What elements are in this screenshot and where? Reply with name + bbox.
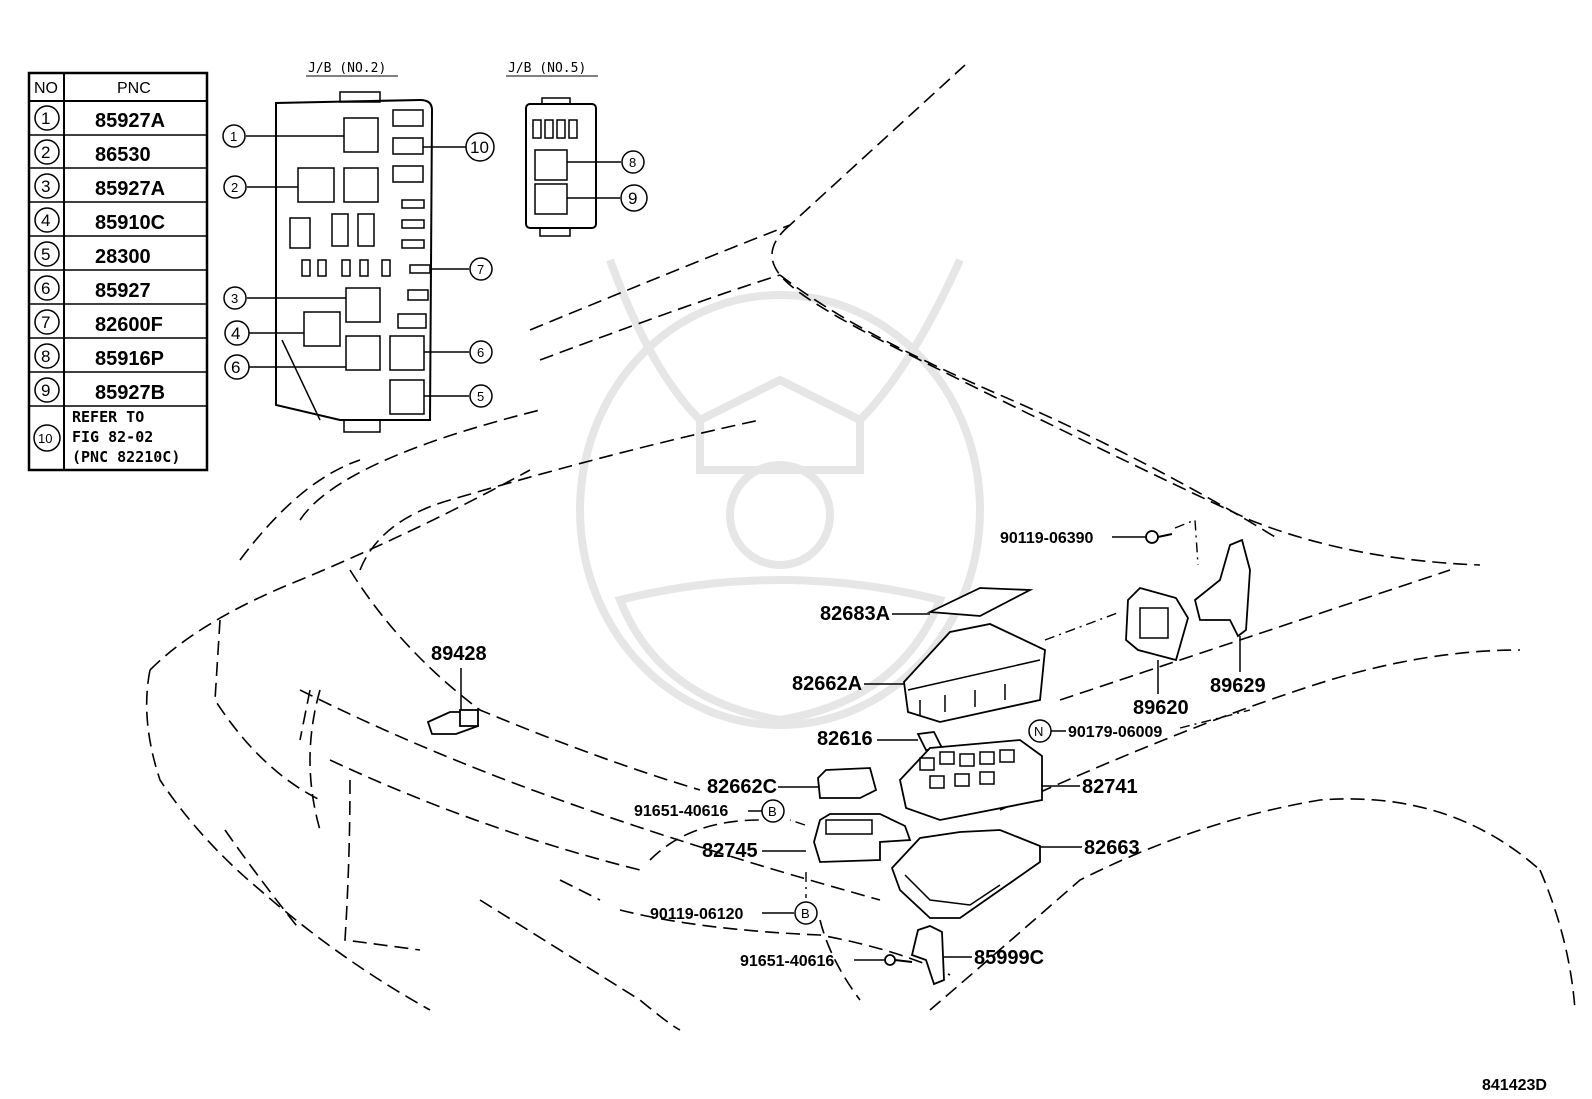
jb2-title: J/B (NO.2) bbox=[308, 61, 386, 76]
row-note-line1: REFER TO bbox=[72, 408, 144, 426]
callout-10: 10 bbox=[470, 138, 489, 157]
part-91651-40616-top[interactable]: 91651-40616 B bbox=[634, 799, 785, 823]
row-number: 6 bbox=[41, 279, 50, 298]
marker-n: N bbox=[1034, 724, 1043, 739]
label-82662C: 82662C bbox=[707, 776, 777, 798]
part-90179-06009[interactable]: N 90179-06009 bbox=[1028, 709, 1251, 743]
callout-6b: 6 bbox=[477, 345, 484, 360]
row-number: 9 bbox=[41, 381, 50, 400]
callout-3: 3 bbox=[231, 291, 238, 306]
label-91651-40616-bottom: 91651-40616 bbox=[740, 953, 834, 970]
jb5-title: J/B (NO.5) bbox=[508, 61, 586, 76]
table-row: 1 85927A bbox=[34, 105, 165, 132]
row-pnc: 85927 bbox=[95, 280, 151, 302]
label-82662A: 82662A bbox=[792, 673, 862, 695]
label-90119-06390: 90119-06390 bbox=[1000, 530, 1094, 547]
part-82663[interactable]: 82663 bbox=[890, 829, 1140, 919]
pnc-table: NO PNC 1 85927A 2 86530 3 85927A 4 85910… bbox=[27, 71, 209, 472]
row-number: 8 bbox=[41, 347, 50, 366]
row-number: 1 bbox=[41, 109, 50, 128]
part-82683A[interactable]: 82683A bbox=[820, 587, 1034, 625]
vehicle-outline bbox=[145, 64, 1576, 1031]
part-82662A[interactable]: 82662A bbox=[792, 611, 1121, 723]
label-90179-06009: 90179-06009 bbox=[1068, 724, 1162, 741]
label-82745: 82745 bbox=[702, 840, 758, 862]
table-row: 6 85927 bbox=[34, 275, 151, 302]
watermark-emblem bbox=[576, 258, 984, 729]
callout-7: 7 bbox=[477, 262, 484, 277]
part-90119-06120[interactable]: 90119-06120 B bbox=[650, 901, 818, 925]
marker-b-top: B bbox=[768, 804, 777, 819]
label-89620: 89620 bbox=[1133, 697, 1189, 719]
table-header-no: NO bbox=[34, 80, 58, 97]
label-89428: 89428 bbox=[431, 643, 487, 665]
row-pnc: 85927A bbox=[95, 178, 165, 200]
part-90119-06390[interactable]: 90119-06390 bbox=[1000, 518, 1199, 566]
label-85999C: 85999C bbox=[974, 947, 1044, 969]
junction-block-2: J/B (NO.2) 1 2 bbox=[222, 61, 495, 433]
label-90119-06120: 90119-06120 bbox=[650, 906, 744, 923]
row-pnc: 85910C bbox=[95, 212, 165, 234]
row-number: 7 bbox=[41, 313, 50, 332]
part-89629[interactable]: 89629 bbox=[1193, 538, 1266, 697]
row-pnc: 85927A bbox=[95, 110, 165, 132]
row-pnc: 85927B bbox=[95, 382, 165, 404]
row-number: 10 bbox=[38, 431, 52, 446]
row-number: 3 bbox=[41, 177, 50, 196]
row-number: 2 bbox=[41, 143, 50, 162]
part-89428[interactable]: 89428 bbox=[426, 643, 487, 735]
row-pnc: 85916P bbox=[95, 348, 164, 370]
callout-2: 2 bbox=[231, 180, 238, 195]
label-82663: 82663 bbox=[1084, 837, 1140, 859]
label-82683A: 82683A bbox=[820, 603, 890, 625]
callout-9: 9 bbox=[628, 189, 637, 208]
callout-4: 4 bbox=[231, 324, 240, 343]
table-header-pnc: PNC bbox=[117, 80, 151, 97]
marker-b-bottom: B bbox=[801, 906, 810, 921]
callout-5: 5 bbox=[477, 389, 484, 404]
part-91651-40616-bottom[interactable]: 91651-40616 bbox=[740, 953, 913, 970]
callout-6: 6 bbox=[231, 358, 240, 377]
row-pnc: 86530 bbox=[95, 144, 151, 166]
part-82616[interactable]: 82616 bbox=[817, 728, 944, 751]
table-row: 3 85927A bbox=[34, 173, 165, 200]
label-91651-40616-top: 91651-40616 bbox=[634, 803, 728, 820]
figure-code: 841423D bbox=[1482, 1077, 1547, 1094]
row-number: 4 bbox=[41, 211, 50, 230]
table-row: 9 85927B bbox=[34, 377, 165, 404]
table-row: 5 28300 bbox=[34, 241, 151, 268]
junction-block-5: J/B (NO.5) 8 9 bbox=[506, 61, 648, 237]
table-row: 8 85916P bbox=[34, 343, 164, 370]
part-82745[interactable]: 82745 bbox=[702, 813, 912, 898]
table-row: 4 85910C bbox=[34, 207, 165, 234]
row-note-line2: FIG 82-02 bbox=[72, 428, 153, 446]
table-row: 2 86530 bbox=[34, 139, 151, 166]
table-row: 10 REFER TO FIG 82-02 (PNC 82210C) bbox=[33, 408, 180, 466]
row-number: 5 bbox=[41, 245, 50, 264]
part-82662C[interactable]: 82662C bbox=[707, 767, 878, 799]
row-pnc: 82600F bbox=[95, 314, 163, 336]
part-89620[interactable]: 89620 bbox=[1125, 586, 1189, 719]
part-82741[interactable]: 82741 bbox=[899, 739, 1138, 821]
callout-1: 1 bbox=[230, 129, 237, 144]
part-85999C[interactable]: 85999C bbox=[910, 925, 1044, 986]
row-note-line3: (PNC 82210C) bbox=[72, 448, 180, 466]
callout-8: 8 bbox=[629, 155, 636, 170]
label-82741: 82741 bbox=[1082, 776, 1138, 798]
row-pnc: 28300 bbox=[95, 246, 151, 268]
label-82616: 82616 bbox=[817, 728, 873, 750]
label-89629: 89629 bbox=[1210, 675, 1266, 697]
table-row: 7 82600F bbox=[34, 309, 163, 336]
